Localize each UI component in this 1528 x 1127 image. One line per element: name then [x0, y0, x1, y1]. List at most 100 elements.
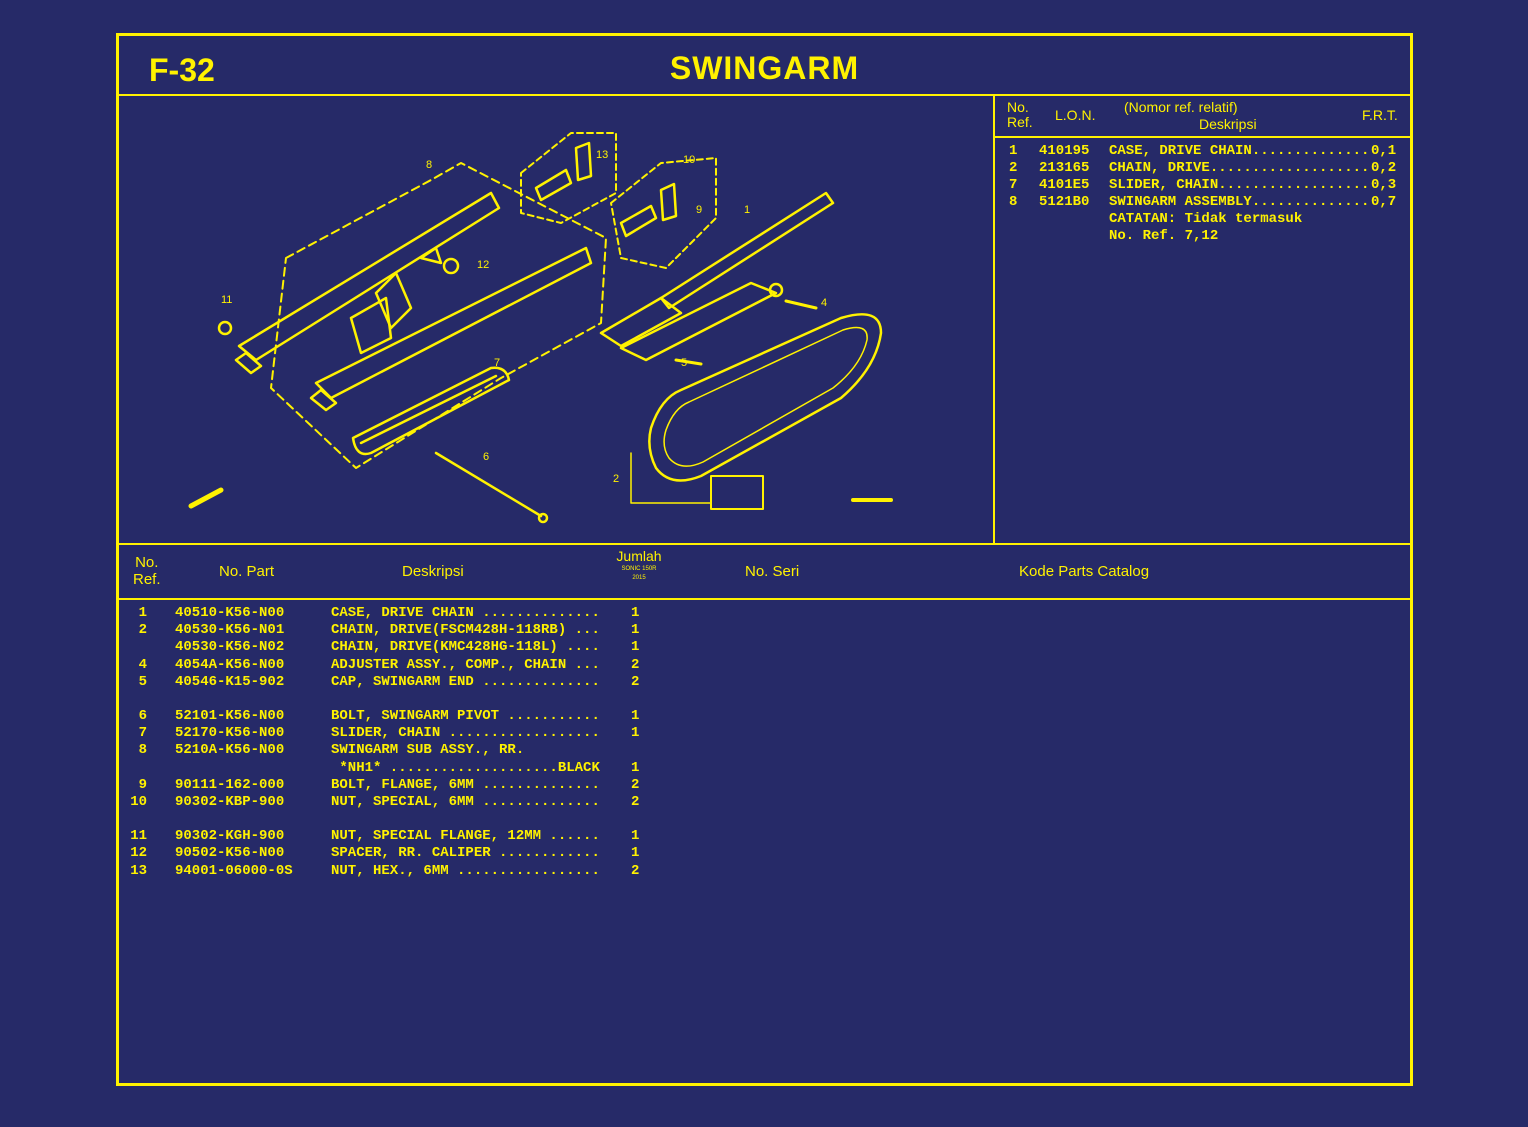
lon-header-deskripsi: Deskripsi	[1199, 116, 1257, 132]
part-ref: 10	[130, 794, 147, 810]
parts-header-deskripsi: Deskripsi	[402, 563, 464, 580]
parts-header-divider	[119, 598, 1410, 600]
callout-5: 5	[681, 357, 687, 369]
part-ref: 11	[130, 828, 147, 845]
parts-header-nopart: No. Part	[219, 563, 275, 580]
lon-row: 1 410195 CASE, DRIVE CHAIN..............0,…	[995, 143, 1415, 160]
lon-code: 410195	[1039, 143, 1090, 159]
callout-13: 13	[596, 149, 608, 161]
part-ref: 5	[138, 673, 147, 690]
table-row: 12 90502-K56-N00 SPACER, RR. CALIPER .....…	[119, 845, 1019, 862]
part-desc: *NH1* ....................BLACK	[331, 759, 600, 776]
part-desc: SLIDER, CHAIN ..................	[331, 725, 600, 742]
part-qty: 2	[631, 656, 640, 673]
parts-header-noseri: No. Seri	[745, 563, 800, 580]
callout-7: 7	[494, 357, 500, 369]
lon-frt: 0,7	[1371, 194, 1397, 210]
lon-header-divider	[995, 136, 1410, 138]
lon-code: 213165	[1039, 160, 1090, 176]
part-number: 52170-K56-N00	[175, 725, 285, 742]
part-desc: CASE, DRIVE CHAIN ..............	[331, 605, 600, 621]
part-desc: NUT, HEX., 6MM .................	[331, 862, 600, 879]
part-qty: 2	[631, 862, 640, 879]
part-desc: BOLT, SWINGARM PIVOT ...........	[331, 708, 600, 724]
parts-header-noref: No. Ref.	[133, 554, 161, 588]
part-desc: NUT, SPECIAL, 6MM ..............	[331, 794, 600, 810]
chain-slider	[659, 191, 835, 310]
part-number: 40530-K56-N02	[175, 639, 285, 656]
part-qty: 1	[631, 828, 640, 845]
part-qty: 2	[631, 673, 640, 690]
part-qty: 1	[631, 605, 640, 621]
lon-desc: CASE, DRIVE CHAIN..............	[1109, 143, 1370, 159]
pivot-bolt	[434, 451, 543, 518]
table-row: 2 40530-K56-N01 CHAIN, DRIVE(FSCM428H-118R…	[119, 622, 1019, 639]
table-row: 11 90302-KGH-900 NUT, SPECIAL FLANGE, 12MM…	[119, 828, 1019, 845]
swingarm-assy-outline	[270, 162, 607, 469]
table-row: 6 52101-K56-N00 BOLT, SWINGARM PIVOT .....…	[119, 708, 1019, 725]
diagram-divider	[993, 94, 995, 545]
lon-code: 5121B0	[1039, 194, 1090, 210]
part-desc: NUT, SPECIAL FLANGE, 12MM ......	[331, 828, 600, 845]
part-desc: CHAIN, DRIVE(FSCM428H-118RB) ...	[331, 622, 600, 639]
part-qty: 2	[631, 794, 640, 810]
table-row: 10 90302-KBP-900 NUT, SPECIAL, 6MM .......…	[119, 794, 1019, 811]
part-number: 94001-06000-0S	[175, 862, 293, 879]
lon-note: CATATAN: Tidak termasuk	[1109, 211, 1303, 227]
part-number: 40510-K56-N00	[175, 605, 285, 621]
callout-11: 11	[221, 294, 232, 306]
lon-ref: 8	[1009, 194, 1018, 210]
callout-4: 4	[821, 297, 827, 309]
part-number: 4054A-K56-N00	[175, 656, 285, 673]
part-ref: 4	[138, 656, 147, 673]
lon-note: No. Ref. 7,12	[1109, 228, 1219, 244]
lon-frt: 0,3	[1371, 177, 1397, 193]
lon-code: 4101E5	[1039, 177, 1090, 193]
lon-frt: 0,2	[1371, 160, 1397, 176]
diagram-bottom-divider	[119, 543, 1410, 545]
part-qty: 2	[631, 776, 640, 793]
table-row: *NH1* ....................BLACK 1	[119, 760, 1019, 777]
part-qty: 1	[631, 708, 640, 724]
lon-ref: 1	[1009, 143, 1018, 159]
header-divider	[119, 94, 1410, 96]
lon-desc: CHAIN, DRIVE...................	[1109, 160, 1370, 176]
table-row: 13 94001-06000-0S NUT, HEX., 6MM .........…	[119, 863, 1019, 880]
part-number: 90302-KGH-900	[175, 828, 285, 845]
part-ref: 8	[138, 742, 147, 759]
lon-ref: 2	[1009, 160, 1018, 176]
part-number: 90302-KBP-900	[175, 794, 285, 810]
part-ref: 1	[138, 605, 147, 621]
callout-6: 6	[483, 451, 489, 463]
part-ref: 6	[138, 708, 147, 724]
part-desc: SPACER, RR. CALIPER ............	[331, 845, 600, 862]
page-title: SWINGARM	[669, 50, 860, 86]
page-code: F-32	[149, 52, 215, 88]
part-number: 40546-K15-902	[175, 673, 285, 690]
callout-10: 10	[683, 154, 695, 166]
lon-header-relatif: (Nomor ref. relatif)	[1124, 99, 1238, 115]
part-ref: 13	[130, 862, 147, 879]
swingarm-right-arm	[314, 246, 593, 400]
part-ref: 2	[138, 622, 147, 639]
parts-header-kode: Kode Parts Catalog	[1019, 563, 1150, 580]
part-qty: 1	[631, 759, 640, 776]
part-desc: SWINGARM SUB ASSY., RR.	[331, 742, 525, 759]
callout-2: 2	[613, 473, 619, 485]
part-qty: 1	[631, 639, 640, 656]
table-row: 1 40510-K56-N00 CASE, DRIVE CHAIN ........…	[119, 605, 1019, 622]
lon-frt: 0,1	[1371, 143, 1397, 159]
part-ref: 12	[130, 845, 147, 862]
callout-9: 9	[696, 204, 702, 216]
lon-header-noref: No. Ref.	[1007, 99, 1033, 130]
part-number: 40530-K56-N01	[175, 622, 285, 639]
parts-header-jumlah: Jumlah SONIC 150R 2015	[616, 548, 662, 581]
callout-1: 1	[744, 204, 750, 216]
part-number: 52101-K56-N00	[175, 708, 285, 724]
part-number: 90502-K56-N00	[175, 845, 285, 862]
